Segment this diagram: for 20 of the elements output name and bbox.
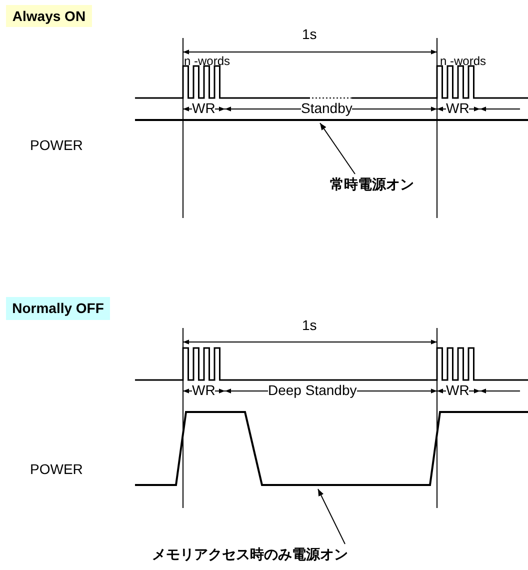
interval-label: Standby	[301, 101, 352, 116]
leader-line	[320, 122, 356, 174]
duration-label: 1s	[302, 318, 317, 333]
word-count-label: n -words	[440, 54, 486, 69]
power-waveform	[135, 411, 528, 486]
interval-label: WR	[446, 101, 470, 116]
mode-tag: Always ON	[6, 5, 92, 27]
interval-label: WR	[192, 383, 216, 398]
word-count-label: n -words	[184, 54, 230, 69]
interval-label: WR	[446, 383, 470, 398]
leader-line	[318, 488, 346, 544]
signal-name: POWER	[30, 138, 83, 153]
annotation-text: メモリアクセス時のみ電源オン	[152, 546, 348, 564]
interval-label: WR	[192, 101, 216, 116]
annotation-text: 常時電源オン	[330, 176, 414, 194]
duration-label: 1s	[302, 27, 317, 42]
signal-name: POWER	[30, 462, 83, 477]
interval-label: Deep Standby	[268, 383, 357, 398]
mode-tag: Normally OFF	[6, 297, 110, 320]
power-line	[135, 119, 528, 121]
